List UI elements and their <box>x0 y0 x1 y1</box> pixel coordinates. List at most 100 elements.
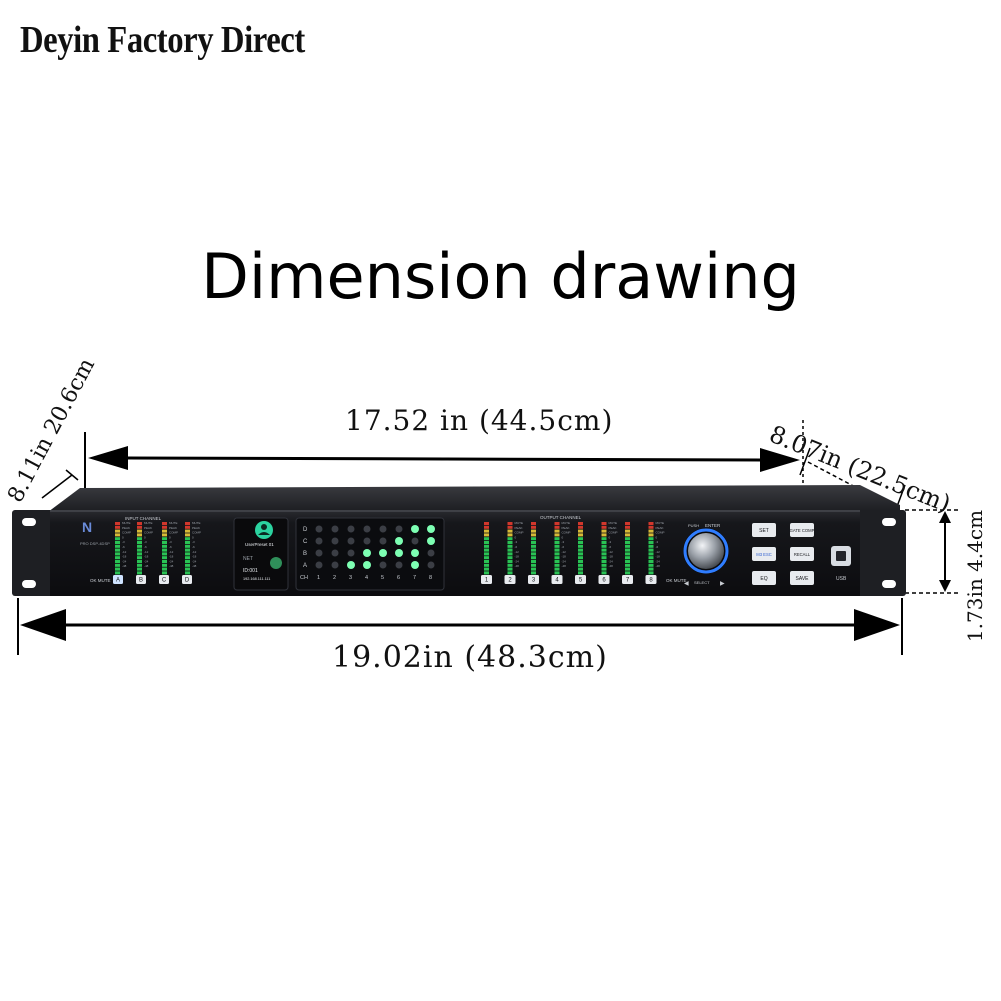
brand-title: Deyin Factory Direct <box>20 19 305 61</box>
matrix-led[interactable] <box>331 549 339 557</box>
matrix-led[interactable] <box>315 537 323 545</box>
meter-segment <box>601 571 607 575</box>
matrix-led[interactable] <box>347 549 355 557</box>
matrix-led[interactable] <box>427 561 435 569</box>
meter-segment <box>601 544 607 548</box>
matrix-led[interactable] <box>331 537 339 545</box>
meter-scale-label: PEAK <box>192 526 200 530</box>
output-button-2[interactable]: 2 <box>504 575 516 584</box>
meter-scale-label: 0 <box>169 535 171 539</box>
output-button-5-label: 5 <box>579 578 583 584</box>
meter-segment <box>484 537 489 541</box>
function-button-recall[interactable]: RECALL <box>790 547 814 561</box>
matrix-led[interactable] <box>427 525 435 533</box>
matrix-led[interactable] <box>363 525 371 533</box>
meter-segment <box>554 563 560 567</box>
output-button-3[interactable]: 3 <box>528 575 539 584</box>
function-button-gate-comp[interactable]: GATE COMP <box>790 523 815 537</box>
output-button-7[interactable]: 7 <box>622 575 633 584</box>
matrix-led[interactable] <box>331 561 339 569</box>
meter-segment <box>484 525 489 529</box>
meter-scale-label: 0 <box>656 535 658 539</box>
meter-segment <box>554 529 560 533</box>
meter-segment <box>162 537 167 541</box>
meter-segment <box>162 529 167 533</box>
matrix-led[interactable] <box>347 561 355 569</box>
usb-port[interactable]: USB <box>831 546 851 582</box>
meter-segment <box>601 522 607 525</box>
matrix-column-label: 4 <box>365 575 368 581</box>
matrix-led[interactable] <box>331 525 339 533</box>
input-button-a[interactable]: A <box>113 575 123 584</box>
matrix-led[interactable] <box>315 561 323 569</box>
matrix-led[interactable] <box>347 537 355 545</box>
matrix-column-label: 8 <box>429 575 432 581</box>
matrix-led[interactable] <box>395 525 403 533</box>
output-button-1[interactable]: 1 <box>481 575 492 584</box>
matrix-led[interactable] <box>379 537 387 545</box>
meter-scale-label: MUTE <box>562 521 571 525</box>
matrix-led[interactable] <box>427 537 435 545</box>
matrix-led[interactable] <box>363 549 371 557</box>
meter-segment <box>162 522 167 525</box>
meter-segment <box>531 529 536 533</box>
matrix-led[interactable] <box>379 561 387 569</box>
knob-left-arrow-icon: ◀ <box>684 581 689 587</box>
matrix-led[interactable] <box>411 525 419 533</box>
meter-segment <box>115 567 120 571</box>
meter-segment <box>578 537 583 541</box>
matrix-led[interactable] <box>411 561 419 569</box>
matrix-led[interactable] <box>411 537 419 545</box>
output-meter-7 <box>625 522 630 575</box>
input-button-c-label: C <box>162 578 167 584</box>
meter-segment <box>185 548 190 552</box>
matrix-led[interactable] <box>315 549 323 557</box>
knob-select-label: SELECT <box>694 580 710 585</box>
matrix-led[interactable] <box>379 525 387 533</box>
meter-segment <box>531 525 536 529</box>
function-button-save[interactable]: SAVE <box>790 571 814 585</box>
screen-net: NET <box>243 556 253 562</box>
meter-segment <box>484 522 489 525</box>
matrix-led[interactable] <box>411 549 419 557</box>
meter-segment <box>484 563 489 567</box>
input-meter-4 <box>185 522 190 575</box>
matrix-led[interactable] <box>315 525 323 533</box>
meter-scale-label: -48 <box>515 564 520 568</box>
output-button-8[interactable]: 8 <box>645 575 657 584</box>
input-button-c[interactable]: C <box>159 575 169 584</box>
meter-segment <box>115 563 120 567</box>
meter-scale-label: -12 <box>169 550 174 554</box>
output-button-5[interactable]: 5 <box>575 575 586 584</box>
matrix-led[interactable] <box>363 537 371 545</box>
matrix-led[interactable] <box>347 525 355 533</box>
function-button-set[interactable]: SET <box>752 523 776 537</box>
function-button-label: EQ <box>760 576 767 582</box>
meter-scale-label: PEAK <box>515 526 523 530</box>
matrix-led[interactable] <box>379 549 387 557</box>
meter-segment <box>115 537 120 541</box>
function-button-label: M3 ESC <box>756 552 772 557</box>
function-button-eq[interactable]: EQ <box>752 571 776 585</box>
output-button-6[interactable]: 6 <box>598 575 610 584</box>
meter-scale-label: 0 <box>515 535 517 539</box>
matrix-led[interactable] <box>395 549 403 557</box>
meter-scale-label: COMP <box>192 531 201 535</box>
meter-segment <box>137 571 142 575</box>
input-button-b[interactable]: B <box>136 575 146 584</box>
select-knob[interactable]: PUSH ENTER ◀ SELECT ▶ <box>683 523 729 587</box>
matrix-led[interactable] <box>427 549 435 557</box>
matrix-led[interactable] <box>363 561 371 569</box>
function-button-m3-esc[interactable]: M3 ESC <box>752 547 776 561</box>
matrix-led[interactable] <box>395 537 403 545</box>
meter-segment <box>648 544 654 548</box>
meter-segment <box>578 541 583 544</box>
input-button-d[interactable]: D <box>182 575 192 584</box>
output-meter-5 <box>578 522 583 575</box>
meter-segment <box>578 567 583 571</box>
matrix-led[interactable] <box>395 561 403 569</box>
output-button-4[interactable]: 4 <box>551 575 563 584</box>
meter-segment <box>115 541 120 544</box>
function-button-label: SAVE <box>796 576 810 582</box>
